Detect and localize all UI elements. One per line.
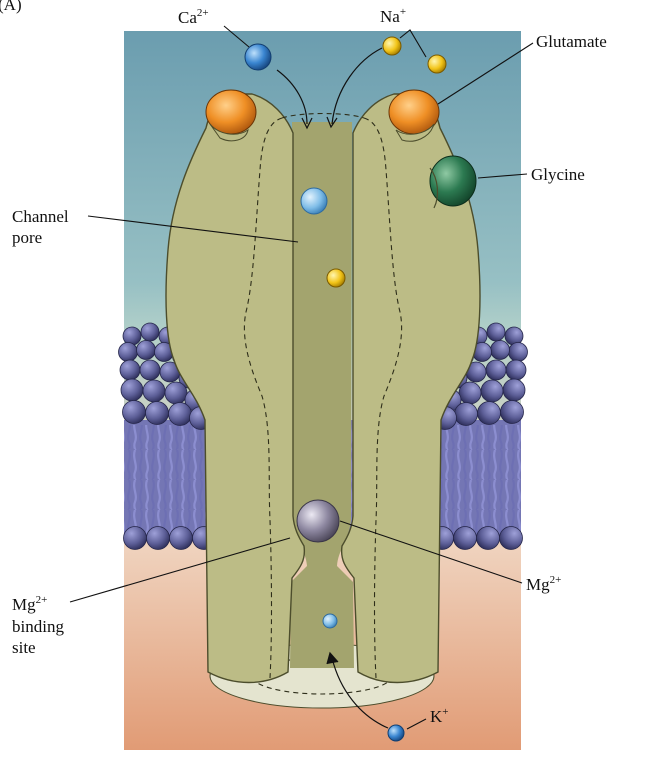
ion-flux-arrows bbox=[276, 47, 389, 729]
na-leader bbox=[399, 29, 427, 58]
calcium-ion-in-pore bbox=[300, 187, 328, 215]
potassium-ion-in-pore bbox=[322, 613, 338, 629]
magnesium-ion bbox=[296, 499, 340, 543]
mg-leader bbox=[339, 520, 523, 584]
channel-left-subunit bbox=[165, 93, 306, 684]
channel-pore-leader bbox=[87, 215, 299, 243]
calcium-entry-arrowhead bbox=[301, 117, 313, 130]
channel-pore-label: Channel pore bbox=[12, 207, 73, 247]
potassium-exit-arrow bbox=[331, 657, 389, 729]
glutamate-label: Glutamate bbox=[536, 32, 607, 51]
sodium-ion-1 bbox=[382, 36, 402, 56]
channel-dashed-top-rim bbox=[281, 112, 365, 119]
potassium-ion bbox=[387, 724, 405, 742]
sodium-entry-arrowhead bbox=[326, 116, 338, 129]
calcium-ion bbox=[244, 43, 272, 71]
sodium-entry-arrow bbox=[331, 47, 383, 125]
glutamate-molecule-right bbox=[388, 89, 440, 142]
mg-binding-site-label: Mg2+ binding site bbox=[12, 588, 68, 657]
calcium-entry-arrow bbox=[276, 69, 308, 125]
mg-label: Mg2+ bbox=[526, 574, 561, 594]
mg-site-leader bbox=[69, 537, 291, 603]
glycine-molecule bbox=[429, 155, 477, 209]
membrane-upper-leaflet bbox=[118, 322, 528, 430]
sodium-ion-in-pore bbox=[326, 268, 346, 288]
glutamate-leader bbox=[437, 42, 534, 105]
glycine-leader bbox=[477, 173, 528, 179]
glycine-label: Glycine bbox=[531, 165, 585, 184]
k-leader bbox=[406, 718, 427, 730]
k-label: K+ bbox=[430, 706, 449, 726]
panel-letter: (A) bbox=[0, 0, 22, 14]
sodium-ion-2 bbox=[427, 54, 447, 74]
glutamate-molecule-left bbox=[205, 89, 257, 142]
membrane-lower-leaflet bbox=[123, 526, 523, 550]
leader-lines bbox=[69, 25, 534, 730]
potassium-exit-arrowhead bbox=[326, 651, 339, 665]
ca-label: Ca2+ bbox=[178, 7, 209, 27]
ca-leader bbox=[223, 25, 250, 48]
na-label: Na+ bbox=[380, 6, 406, 26]
